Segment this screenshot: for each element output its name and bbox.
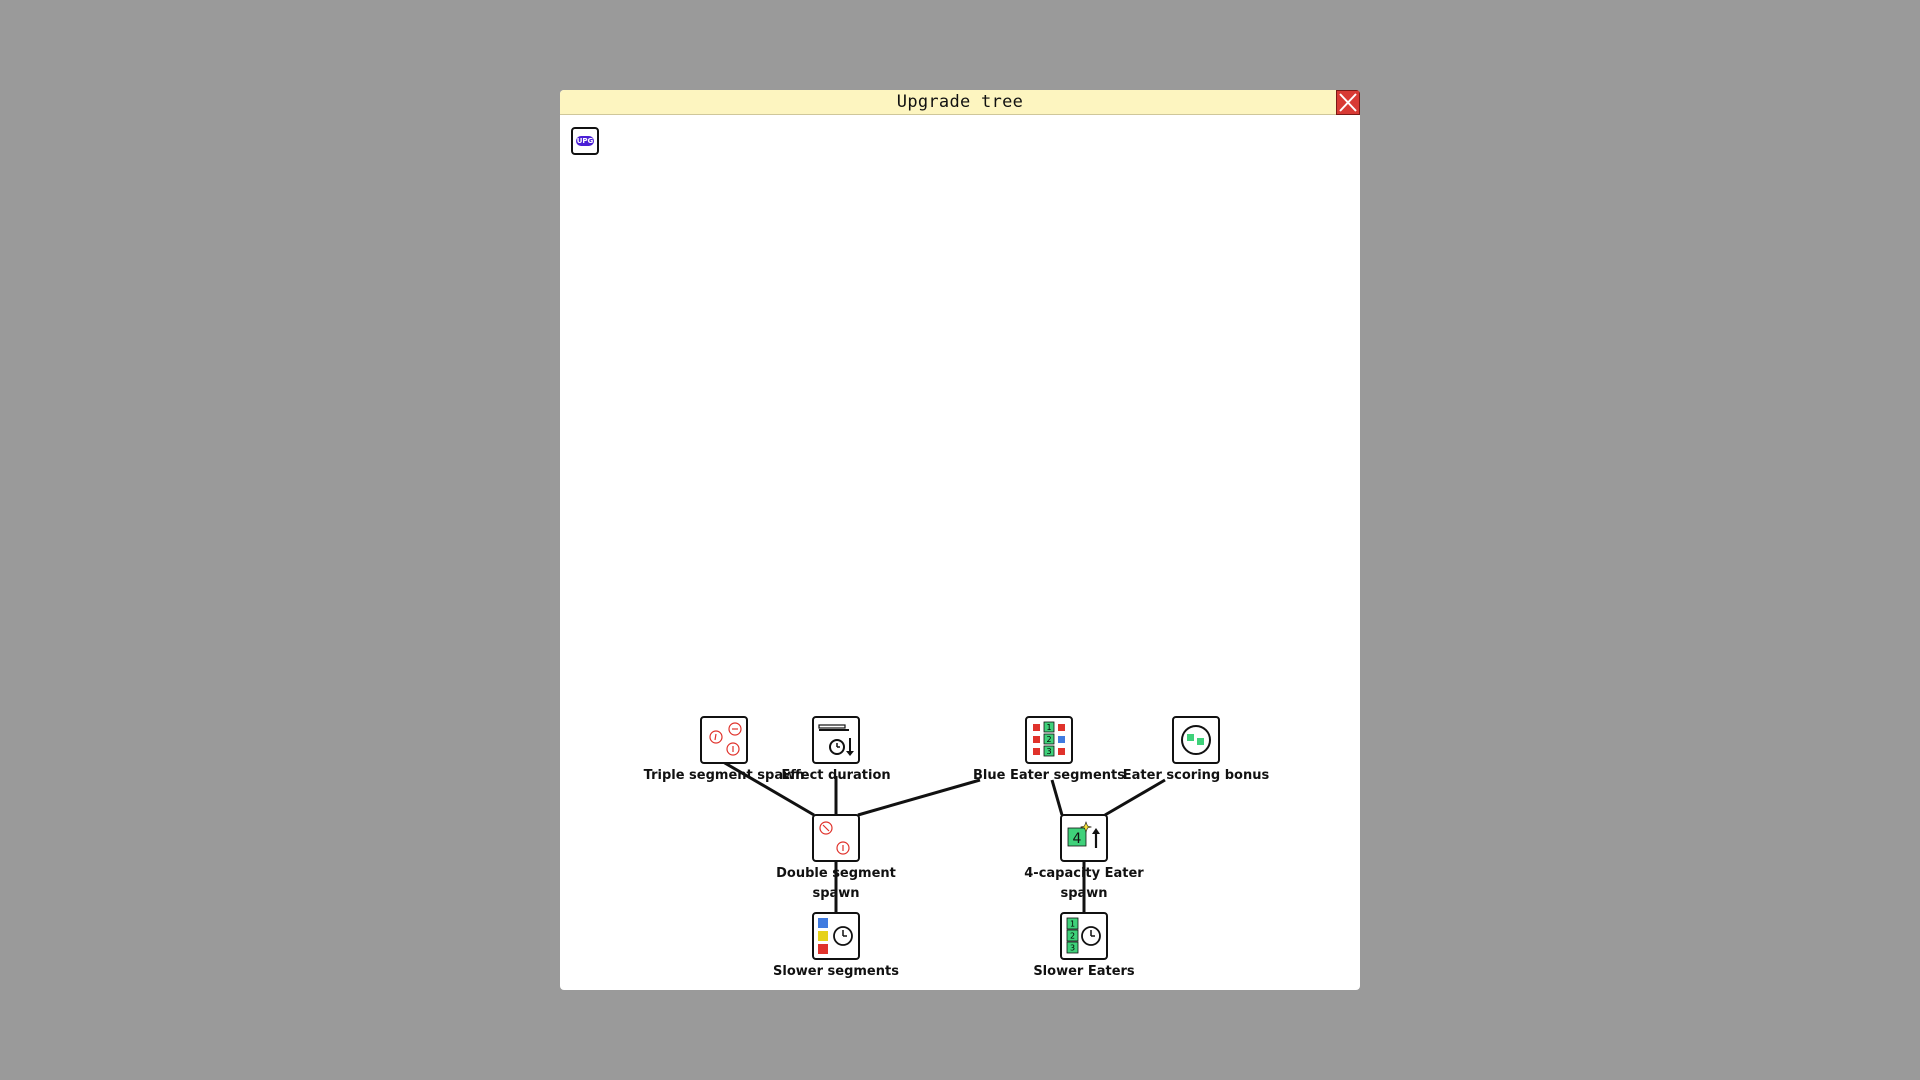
node-eater-scoring-bonus[interactable]	[1172, 716, 1220, 764]
double-segment-spawn-icon	[819, 821, 850, 855]
close-button[interactable]	[1336, 90, 1360, 115]
label-double-segment-spawn: Double segment spawn	[776, 866, 896, 901]
node-blue-eater-segments[interactable]: 1 2 3	[1025, 716, 1073, 764]
label-4-capacity-eater-spawn: 4-capacity Eater spawn	[1024, 866, 1144, 901]
icon-number-1: 1	[1046, 723, 1051, 732]
edge-cap4-scoring	[1104, 778, 1166, 817]
node-effect-duration[interactable]	[812, 716, 860, 764]
triple-segment-spawn-icon	[709, 722, 742, 756]
window-title: Upgrade tree	[896, 92, 1024, 112]
slower-eaters-icon: 1 2 3	[1066, 917, 1101, 954]
close-icon	[1339, 93, 1357, 112]
icon-number-2: 2	[1070, 932, 1075, 941]
upgrade-tree-window: Upgrade tree UPG Triple segment spa	[560, 90, 1360, 990]
icon-number-1: 1	[1070, 920, 1075, 929]
effect-duration-icon	[818, 724, 854, 756]
node-triple-segment-spawn[interactable]	[700, 716, 748, 764]
eater-scoring-bonus-icon	[1181, 725, 1211, 755]
node-slower-segments[interactable]	[812, 912, 860, 960]
label-eater-scoring-bonus: Eater scoring bonus	[1122, 768, 1270, 783]
upg-badge: UPG	[576, 136, 594, 146]
title-bar: Upgrade tree	[560, 90, 1360, 115]
node-4-capacity-eater-spawn[interactable]: 4	[1060, 814, 1108, 862]
upg-button[interactable]: UPG	[571, 127, 599, 155]
slower-segments-icon	[818, 918, 853, 954]
capacity-eater-spawn-icon: 4	[1067, 821, 1100, 848]
node-double-segment-spawn[interactable]	[812, 814, 860, 862]
label-blue-eater-segments: Blue Eater segments	[972, 768, 1125, 783]
icon-number-3: 3	[1046, 747, 1051, 756]
label-slower-segments: Slower segments	[773, 964, 899, 979]
node-slower-eaters[interactable]: 1 2 3	[1060, 912, 1108, 960]
blue-eater-segments-icon: 1 2 3	[1033, 721, 1065, 757]
label-effect-duration: Effect duration	[781, 768, 891, 783]
tree-connections	[705, 750, 1166, 913]
edge-double-blue	[857, 778, 981, 817]
icon-number-3: 3	[1070, 944, 1075, 953]
label-triple-segment-spawn: Triple segment spawn	[643, 768, 805, 783]
edge-cap4-blue	[1050, 779, 1064, 816]
icon-number-2: 2	[1046, 735, 1051, 744]
icon-number-4: 4	[1073, 831, 1082, 847]
label-slower-eaters: Slower Eaters	[1033, 964, 1135, 979]
